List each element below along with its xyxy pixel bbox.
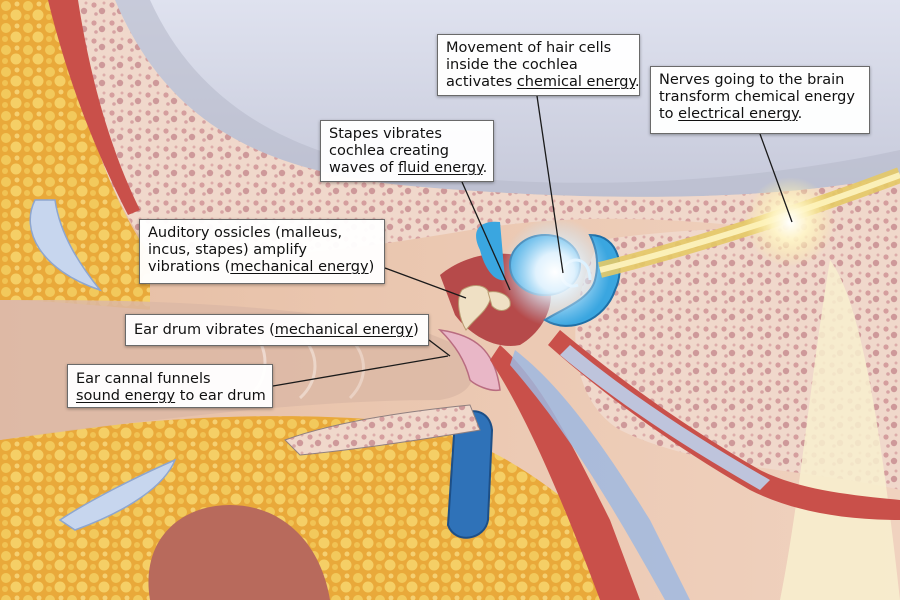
callout-hair-cells: Movement of hair cells inside the cochle… <box>437 34 640 96</box>
ear-canal-line-2-post: to ear drum <box>175 388 266 404</box>
stapes-line-3-post: . <box>482 160 488 176</box>
hair-cells-line-3: activates chemical energy. <box>446 74 640 91</box>
electrical-energy-term: electrical energy <box>678 106 798 122</box>
hair-cells-line-3-pre: activates <box>446 74 517 90</box>
hair-cells-line-2: inside the cochlea <box>446 57 578 73</box>
callout-nerves: Nerves going to the brain transform chem… <box>650 66 870 134</box>
mechanical-energy-term: mechanical energy <box>274 322 414 338</box>
nerves-line-2: transform chemical energy <box>659 89 855 105</box>
ossicles-line-3-post: ) <box>368 259 375 275</box>
nerves-line-3-pre: to <box>659 106 679 122</box>
ear-canal-line-1: Ear cannal funnels <box>76 371 211 387</box>
hair-cells-line-1: Movement of hair cells <box>446 40 612 56</box>
ear-drum-line-1: Ear drum vibrates (mechanical energy) <box>134 322 420 339</box>
nerves-line-1: Nerves going to the brain <box>659 72 845 88</box>
nerves-line-3-post: . <box>797 106 803 122</box>
mechanical-energy-term: mechanical energy <box>230 259 369 275</box>
ossicles-line-3-pre: vibrations ( <box>148 259 231 275</box>
chemical-energy-term: chemical energy <box>516 74 636 90</box>
callout-ossicles: Auditory ossicles (malleus, incus, stape… <box>139 219 385 284</box>
fluid-energy-term: fluid energy <box>398 160 483 176</box>
ear-canal-line-2: sound energy to ear drum <box>76 388 266 405</box>
stapes-line-3-pre: waves of <box>329 160 398 176</box>
hair-cells-line-3-post: . <box>635 74 640 90</box>
sound-energy-term: sound energy <box>76 388 176 404</box>
ossicles-line-2: incus, stapes) amplify <box>148 242 307 258</box>
ossicles-line-3: vibrations (mechanical energy) <box>148 259 376 276</box>
ossicles-line-1: Auditory ossicles (malleus, <box>148 225 343 241</box>
ear-drum-line-1-pre: Ear drum vibrates ( <box>134 322 275 338</box>
stapes-line-3: waves of fluid energy. <box>329 160 488 177</box>
stapes-line-1: Stapes vibrates <box>329 126 442 142</box>
callout-stapes: Stapes vibrates cochlea creating waves o… <box>320 120 494 182</box>
callout-ear-drum: Ear drum vibrates (mechanical energy) <box>125 314 429 346</box>
callout-ear-canal: Ear cannal funnels sound energy to ear d… <box>67 364 273 408</box>
stapes-line-2: cochlea creating <box>329 143 449 159</box>
nerves-line-3: to electrical energy. <box>659 106 861 123</box>
ear-drum-line-1-post: ) <box>413 322 419 338</box>
